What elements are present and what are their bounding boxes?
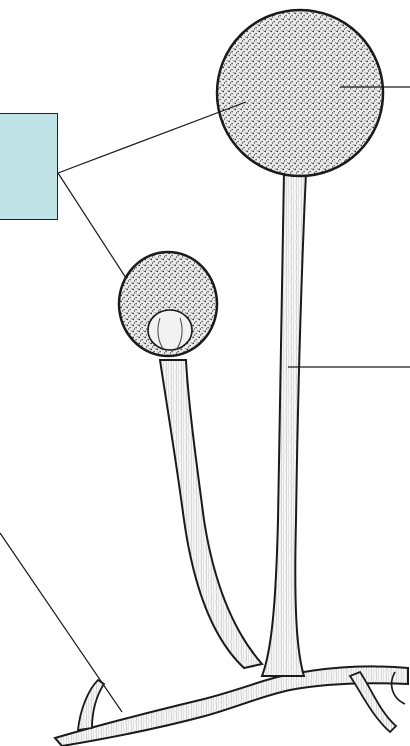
short-sporangiophore: [160, 360, 262, 668]
stolon: [55, 666, 408, 746]
large-sporangium: [217, 10, 383, 176]
columella: [148, 310, 192, 350]
leader-line-box-to-large-sporangium: [58, 102, 246, 173]
label-box: [0, 113, 58, 220]
leader-lines: [0, 87, 410, 712]
leader-line-stolon-left: [0, 533, 122, 712]
leader-line-box-to-small-sporangium: [58, 173, 126, 278]
small-sporangium: [119, 252, 217, 356]
tall-sporangiophore: [262, 172, 306, 676]
